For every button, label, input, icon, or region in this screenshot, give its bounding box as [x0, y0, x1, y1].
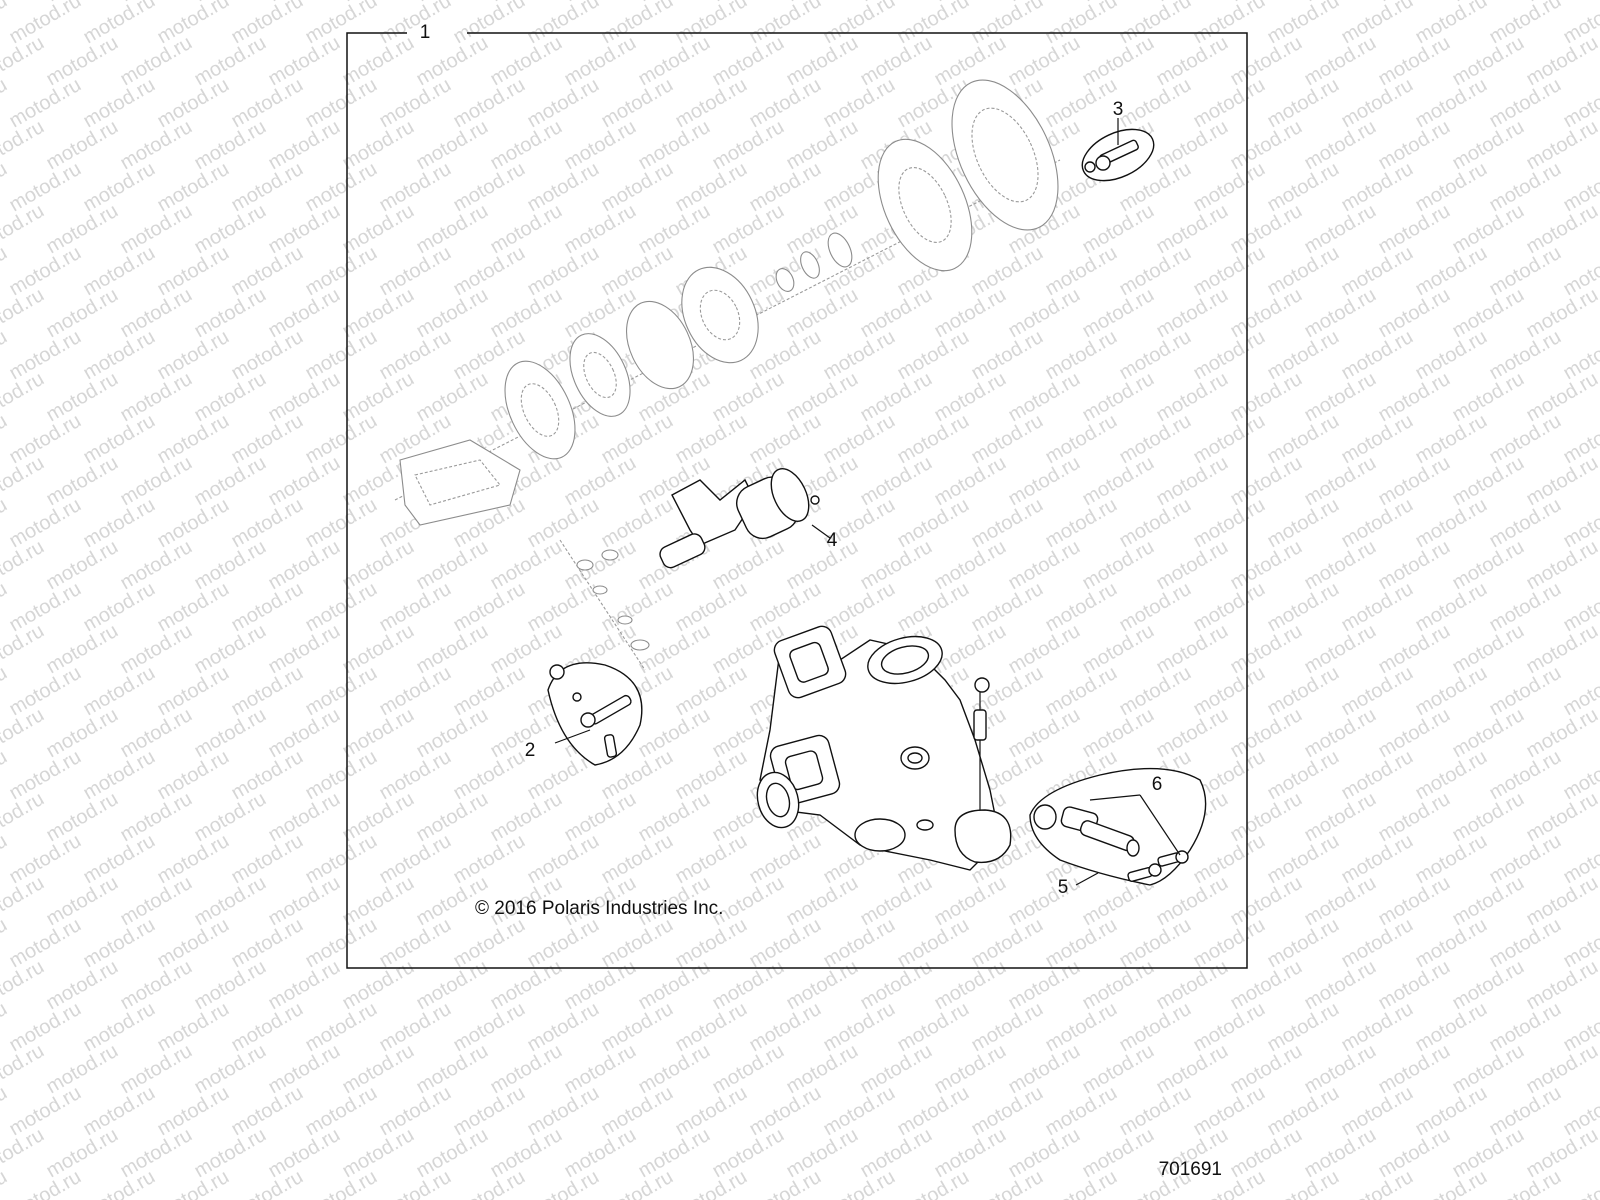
- callout-4: 4: [827, 530, 838, 551]
- part-2-fitting-kit: [547, 662, 643, 766]
- callout-5: 5: [1058, 877, 1069, 898]
- callout-6: 6: [1152, 774, 1163, 795]
- copyright-text: © 2016 Polaris Industries Inc.: [475, 898, 723, 919]
- assembly-frame: [346, 32, 1248, 969]
- leader-lines: [554, 118, 1181, 886]
- frame-label: 1: [420, 22, 431, 43]
- part-5-6-tube-kit: [1029, 767, 1207, 886]
- part-3-fitting-kit: [1081, 128, 1155, 182]
- figure-id: 701691: [1159, 1159, 1222, 1180]
- turbocharger-assembly: [756, 625, 1012, 871]
- callout-2: 2: [525, 740, 536, 761]
- background-assembly: [394, 79, 1061, 671]
- part-4-actuator: [659, 468, 820, 569]
- callout-3: 3: [1113, 99, 1124, 120]
